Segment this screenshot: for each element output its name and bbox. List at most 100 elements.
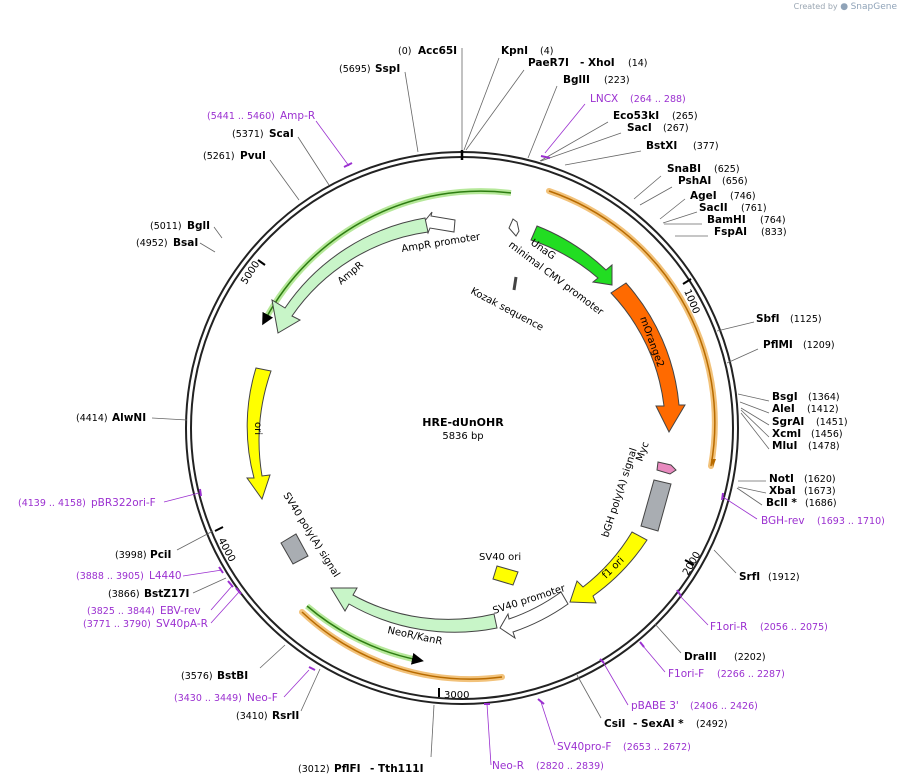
enzyme-sgrai-pos: (1451) [816,417,848,428]
enzyme-sbfi-pos: (1125) [790,314,822,325]
enzyme-tth111i: - Tth111I [370,763,424,775]
credit-brand: SnapGene [850,2,897,12]
feature-myc [656,461,677,475]
feature-sv40-promoter [499,591,569,640]
enzyme-csii: CsiI [604,718,625,730]
enzyme-rsrii: RsrII [272,710,299,722]
primer-bgh-rev-pos: (1693 .. 1710) [817,516,885,527]
snapgene-logo-icon: ● [840,2,849,12]
enzyme-eco53ki-pos: (265) [672,111,698,122]
enzyme-noti: NotI [769,473,794,485]
primer-sv40pro-f: SV40pro-F [557,741,611,753]
primer-f1ori-r-pos: (2056 .. 2075) [760,622,828,633]
orf-highlight-arcs [299,188,718,682]
enzyme-bamhi-pos: (764) [760,215,786,226]
feature-ori [246,367,272,501]
primer-neo-f-pos: (3430 .. 3449) [174,693,242,704]
tick-3000: 3000 [444,690,469,701]
snapgene-credit: Created by ● SnapGene [794,2,897,12]
enzyme-xcmi: XcmI [772,428,801,440]
enzyme-noti-pos: (1620) [804,474,836,485]
enzyme-xcmi-pos: (1456) [811,429,843,440]
primer-sv40pa-r: SV40pA-R [156,618,208,630]
enzyme-pshai-pos: (656) [722,176,748,187]
enzyme-bstxi-pos: (377) [693,141,719,152]
enzyme-pshai: PshAI [678,175,711,187]
enzyme-pflfi-pos: (3012) [298,764,330,775]
enzyme-bstbi: BstBI [217,670,248,682]
enzyme-bsai-pos: (4952) [136,238,168,249]
primer-ebv-rev: EBV-rev [160,605,201,617]
enzyme-bgli-pos: (5011) [150,221,182,232]
enzyme-pflmi-pos: (1209) [803,340,835,351]
enzyme-saci-pos: (267) [663,123,689,134]
primer-lncx-pos: (264 .. 288) [630,94,686,105]
enzyme-kpni-pos: (4) [540,46,553,57]
enzyme-alwni-pos: (4414) [76,413,108,424]
enzyme-pflmi: PflMI [763,339,793,351]
label-sv40-ori: SV40 ori [479,552,521,563]
primer-marks [199,155,724,705]
enzyme-bstz17i: BstZ17I [144,588,189,600]
enzyme-pcii-pos: (3998) [115,550,147,561]
feature-f1-ori [569,531,648,604]
enzyme-xbai: XbaI [769,485,796,497]
feature-bgh-polya [640,479,672,532]
enzyme-agei-pos: (746) [730,191,756,202]
enzyme-xbai-pos: (1673) [804,486,836,497]
enzyme-sexai: - SexAI * [633,718,684,730]
feature-sv40-ori [492,565,519,586]
enzyme-pvui: PvuI [240,150,266,162]
primer-neo-r-pos: (2820 .. 2839) [536,761,604,772]
enzyme-snabi: SnaBI [667,163,701,175]
primer-pbr322ori-f: pBR322ori-F [91,497,156,509]
primer-f1ori-f: F1ori-F [668,668,704,680]
enzyme-sacii: SacII [699,202,728,214]
enzyme-mlui-pos: (1478) [808,441,840,452]
primer-pbabe3-pos: (2406 .. 2426) [690,701,758,712]
primer-f1ori-f-pos: (2266 .. 2287) [717,669,785,680]
primer-l4440: L4440 [149,570,182,582]
feature-ampr-promoter [423,211,456,235]
enzyme-sacii-pos: (761) [741,203,767,214]
orf-green-arcs [262,188,716,665]
enzyme-bcli: BclI * [766,497,797,509]
enzyme-bgli: BglI [187,220,210,232]
enzyme-bamhi: BamHI [707,214,746,226]
primer-ebv-rev-pos: (3825 .. 3844) [87,606,155,617]
primer-neo-f: Neo-F [247,692,278,704]
enzyme-mlui: MluI [772,440,797,452]
primer-lncx: LNCX [590,93,618,105]
enzyme-sexai-pos: (2492) [696,719,728,730]
feature-minimal-cmv-promoter [508,218,520,237]
enzyme-fspai-pos: (833) [761,227,787,238]
enzyme-kpni: KpnI [501,45,528,57]
enzyme-sbfi: SbfI [756,313,780,325]
enzyme-xhoi: - XhoI [580,57,615,69]
enzyme-alwni: AlwNI [112,412,146,424]
enzyme-pcii: PciI [150,549,171,561]
primer-l4440-pos: (3888 .. 3905) [76,571,144,582]
enzyme-bglii-pos: (223) [604,75,630,86]
primer-amp-r-pos: (5441 .. 5460) [207,111,275,122]
enzyme-bstz17i-pos: (3866) [108,589,140,600]
enzyme-labels: (0) Acc65I KpnI (4) PaeR7I - XhoI (14) B… [76,45,848,775]
enzyme-draiii: DraIII [684,651,717,663]
credit-prefix: Created by [793,2,838,11]
enzyme-scai: ScaI [269,128,294,140]
enzyme-leaders [151,48,770,758]
label-ori: ori [252,422,263,435]
feature-kozak [512,276,518,291]
enzyme-srfi: SrfI [739,571,760,583]
label-bgh-polya: bGH poly(A) signal [600,447,639,539]
feature-unag [530,225,613,286]
enzyme-bglii: BglII [563,74,590,86]
enzyme-acc65i: Acc65I [418,45,457,57]
enzyme-bstxi: BstXI [646,140,677,152]
feature-morange2 [610,282,686,434]
enzyme-scai-pos: (5371) [232,129,264,140]
primer-sv40pa-r-pos: (3771 .. 3790) [83,619,151,630]
enzyme-sspi: SspI [375,63,400,75]
primer-labels: LNCX (264 .. 288) (5441 .. 5460) Amp-R B… [18,93,885,772]
